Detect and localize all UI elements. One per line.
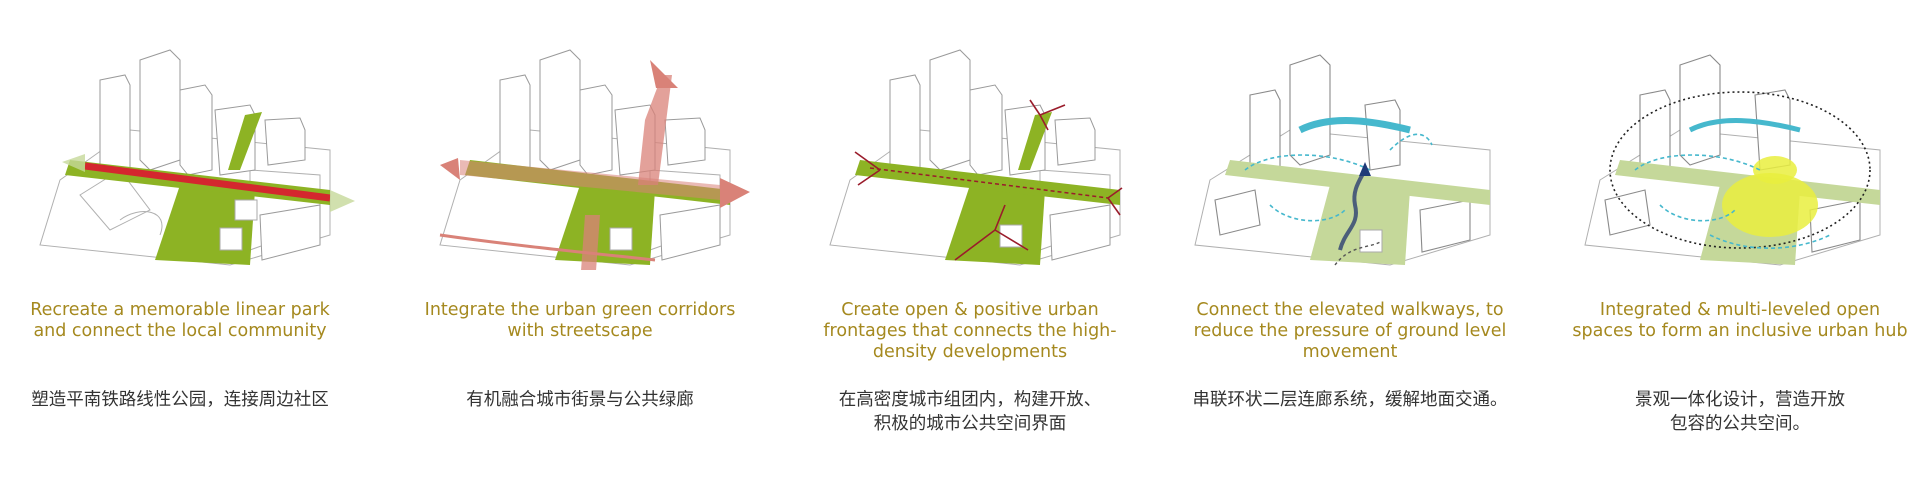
caption-english: Recreate a memorable linear park and con… — [30, 300, 330, 341]
linear-park-diagram — [39, 49, 355, 266]
flow-arrow-east — [330, 190, 355, 212]
elevated-walkway-main — [1298, 117, 1411, 134]
caption-chinese: 在高密度城市组团内，构建开放、 积极的城市公共空间界面 — [838, 390, 1102, 434]
corridor-arrow-north — [638, 75, 672, 185]
caption-english: Integrated & multi-leveled open spaces t… — [1572, 300, 1908, 341]
urban-hub-yellow — [1722, 173, 1818, 237]
caption-chinese: 塑造平南铁路线性公园，连接周边社区 — [31, 390, 329, 410]
panel-elevated-walkways: Connect the elevated walkways, to reduce… — [1170, 0, 1530, 486]
corridor-arrow-south — [581, 215, 600, 270]
panel-urban-frontages: Create open & positive urban frontages t… — [790, 0, 1150, 486]
panel-urban-hub: Integrated & multi-leveled open spaces t… — [1560, 0, 1920, 486]
caption-english: Connect the elevated walkways, to reduce… — [1193, 300, 1507, 362]
green-park-block — [945, 185, 1045, 265]
pavilion — [219, 227, 243, 251]
frontage-arrows — [854, 99, 1123, 261]
caption-chinese: 串联环状二层连廊系统，缓解地面交通。 — [1192, 390, 1508, 410]
panel-green-corridors: Integrate the urban green corridors with… — [400, 0, 760, 486]
inclusive-hub-ring — [1609, 91, 1871, 249]
walkway-loops — [1244, 133, 1433, 222]
ground-movement-path — [1338, 169, 1367, 251]
caption-english: Create open & positive urban frontages t… — [823, 300, 1117, 362]
light-green-block — [1310, 185, 1410, 265]
linear-green-strip — [855, 160, 1120, 205]
urban-frontages-diagram — [829, 49, 1123, 266]
corridor-arrow-southwest — [439, 233, 656, 262]
green-corridors-diagram — [439, 49, 750, 270]
green-park-block — [155, 185, 255, 265]
caption-english: Integrate the urban green corridors with… — [424, 300, 736, 341]
flow-arrow-west — [62, 154, 85, 172]
caption-chinese: 景观一体化设计，营造开放 包容的公共空间。 — [1635, 390, 1845, 434]
elevated-walkways-diagram — [1194, 54, 1491, 266]
railway-corridor-line — [84, 162, 331, 202]
urban-hub-diagram — [1584, 54, 1881, 266]
panel-linear-park: Recreate a memorable linear park and con… — [0, 0, 360, 486]
corridor-arrow-east — [460, 160, 720, 200]
green-park-block — [555, 185, 655, 265]
caption-chinese: 有机融合城市街景与公共绿廊 — [466, 390, 694, 410]
